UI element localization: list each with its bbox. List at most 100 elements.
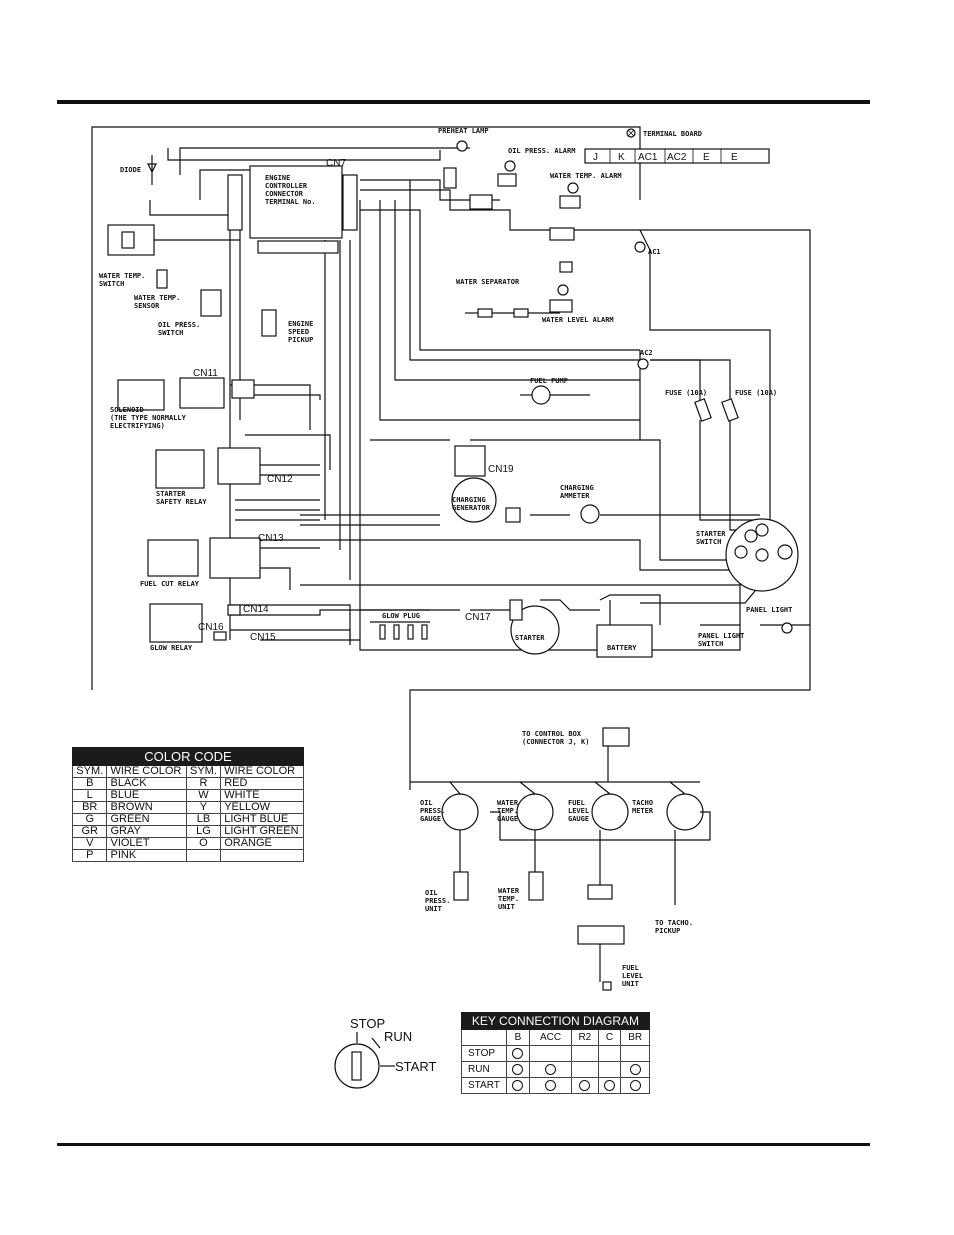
dot-cell (620, 1045, 650, 1062)
table-cell: YELLOW (220, 801, 304, 814)
connection-dot (629, 1079, 641, 1091)
oil-press-alarm-label: OIL PRESS. ALARM (508, 147, 575, 155)
water-temp-sensor-label-2: SENSOR (134, 302, 160, 310)
starter-motor-icon (510, 605, 560, 655)
diode-label: DIODE (120, 166, 141, 174)
connection-dot (512, 1063, 524, 1075)
to-tacho-pickup-label-2: PICKUP (655, 927, 680, 935)
table-cell: GRAY (106, 825, 187, 838)
header-cell: WIRE COLOR (220, 765, 304, 778)
panel-light-switch-label-2: SWITCH (698, 640, 723, 648)
dot-cell (506, 1061, 530, 1078)
connection-dot (603, 1079, 615, 1091)
alarm-lamps: PREHEAT LAMP OIL PRESS. ALARM WATER TEMP… (438, 127, 661, 370)
cn17-label: CN17 (465, 612, 491, 623)
solenoid-label-2: (THE TYPE NORMALLY (110, 414, 187, 422)
header-cell: ACC (528, 1029, 573, 1046)
fuel-level-unit-label-3: UNIT (622, 980, 639, 988)
cn15-label: CN15 (250, 632, 276, 643)
charging-ammeter-label-1: CHARGING (560, 484, 594, 492)
ac1-terminal (634, 241, 646, 253)
table-cell: LIGHT GREEN (220, 825, 304, 838)
dot-cell (528, 1077, 573, 1094)
table-row: START (461, 1077, 650, 1094)
top-rule (57, 100, 870, 104)
table-cell: BR (71, 801, 108, 814)
table-cell: LG (185, 825, 222, 838)
starter-battery: CN17 STARTER BATTERY PANEL LIGHT PANEL L… (465, 599, 793, 658)
engine-speed-pickup-label-3: PICKUP (288, 336, 313, 344)
water-level-alarm-label: WATER LEVEL ALARM (542, 316, 614, 324)
table-cell: GREEN (106, 813, 187, 826)
dot-cell (528, 1045, 573, 1062)
header-cell: B (506, 1029, 530, 1046)
table-cell: WHITE (220, 789, 304, 802)
charging-generator-label-2: GENERATOR (452, 504, 491, 512)
dot-cell (597, 1061, 622, 1078)
fuel-level-unit-label-2: LEVEL (622, 972, 643, 980)
table-cell: V (71, 837, 108, 850)
key-stop-label: STOP (350, 1016, 385, 1031)
starter-label: STARTER (515, 634, 545, 642)
cn16-label: CN16 (198, 622, 224, 633)
engine-controller: ENGINE CONTROLLER CONNECTOR TERMINAL No.… (227, 158, 358, 344)
dot-cell (620, 1077, 650, 1094)
oil-press-switch-label-1: OIL PRESS. (158, 321, 200, 329)
table-cell: W (185, 789, 222, 802)
starter-switch-label-2: SWITCH (696, 538, 721, 546)
water-temp-switch-label-2: SWITCH (99, 280, 124, 288)
battery-label: BATTERY (607, 644, 637, 652)
color-code-table: COLOR CODE SYM. WIRE COLOR SYM. WIRE COL… (71, 747, 304, 862)
color-code-title: COLOR CODE (72, 747, 304, 766)
engine-speed-pickup-label-1: ENGINE (288, 320, 313, 328)
glow-plugs: GLOW PLUG (370, 612, 430, 640)
table-row: SYM. WIRE COLOR SYM. WIRE COLOR (71, 765, 304, 778)
table-cell: VIOLET (106, 837, 187, 850)
row-label: RUN (461, 1061, 507, 1078)
engine-controller-label-3: CONNECTOR (265, 190, 304, 198)
table-row: BR BROWN Y YELLOW (71, 801, 304, 814)
oil-press-gauge-label-2: PRESS. (420, 807, 445, 815)
table-row: B BLACK R RED (71, 777, 304, 790)
engine-controller-label-1: ENGINE (265, 174, 290, 182)
panel-light-switch-label-1: PANEL LIGHT (698, 632, 744, 640)
water-temp-alarm-label: WATER TEMP. ALARM (550, 172, 622, 180)
engine-speed-pickup-label-2: SPEED (288, 328, 309, 336)
dot-cell (506, 1045, 530, 1062)
cn12-label: CN12 (267, 474, 293, 485)
connection-dot (545, 1063, 557, 1075)
table-cell (185, 849, 222, 862)
ammeter-icon (580, 504, 600, 524)
charging-generator-label-1: CHARGING (452, 496, 486, 504)
header-cell: WIRE COLOR (106, 765, 187, 778)
dot-cell (597, 1045, 622, 1062)
fuel-pump-label: FUEL PUMP (530, 377, 568, 385)
gauge-section: TO CONTROL BOX (CONNECTOR J, K) OIL PRES… (410, 727, 711, 991)
fuel-level-gauge-icon (591, 793, 629, 831)
ac2-terminal (637, 358, 649, 370)
panel-light-icon (781, 622, 793, 634)
fuse-1-label: FUSE (10A) (665, 389, 707, 397)
water-temp-unit-label-1: WATER (498, 887, 520, 895)
charging-ammeter-label-2: AMMETER (560, 492, 590, 500)
cn7-label: CN7 (326, 158, 346, 169)
cn11-label: CN11 (193, 368, 218, 379)
terminal-board-label: TERMINAL BOARD (643, 130, 702, 138)
ac1-label: AC1 (648, 248, 661, 256)
water-temp-switch-label-1: WATER TEMP. (99, 272, 145, 280)
header-cell: SYM. (185, 765, 222, 778)
table-cell: L (71, 789, 108, 802)
water-temp-gauge-label-1: WATER (497, 799, 519, 807)
dot-cell (597, 1077, 622, 1094)
table-row: GR GRAY LG LIGHT GREEN (71, 825, 304, 838)
water-temp-gauge-icon (516, 793, 554, 831)
dot-cell (571, 1045, 599, 1062)
terminal-ac2: AC2 (667, 152, 687, 163)
battery-icon (596, 624, 653, 658)
connection-dot (629, 1063, 641, 1075)
terminal-board: TERMINAL BOARD J K AC1 AC2 E E (584, 128, 770, 164)
table-cell: P (71, 849, 108, 862)
engine-controller-label-2: CONTROLLER (265, 182, 308, 190)
relays: CN11 SOLENOID (THE TYPE NORMALLY ELECTRI… (110, 368, 293, 652)
tacho-meter-label-1: TACHO (632, 799, 653, 807)
